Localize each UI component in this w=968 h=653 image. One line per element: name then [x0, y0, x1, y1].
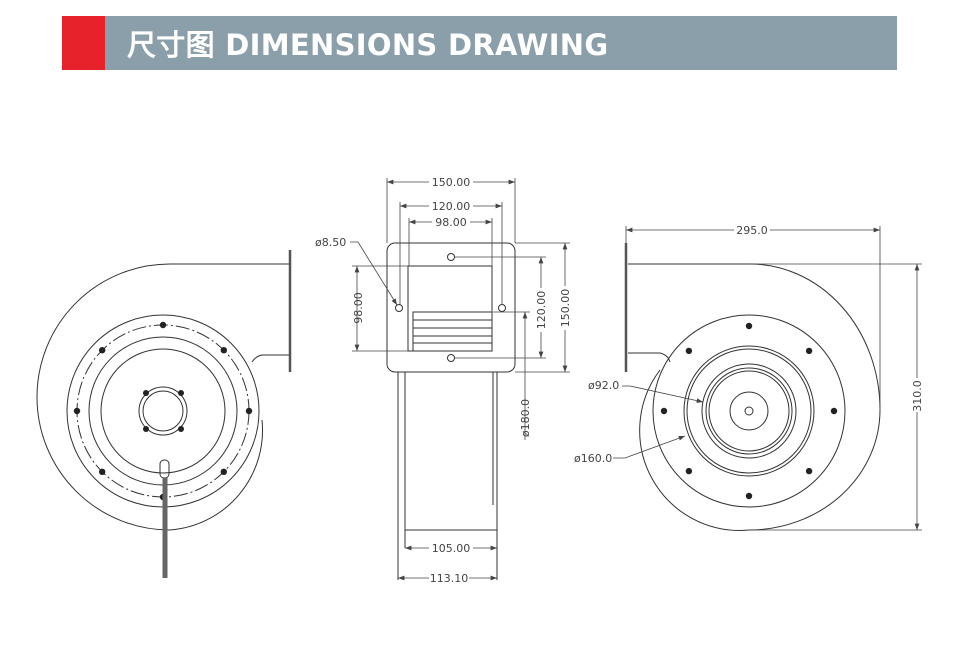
dim-height-120: 120.00 — [535, 291, 548, 330]
bolt-hole — [805, 347, 813, 355]
dim-diameter-180: ø180.0 — [519, 399, 532, 437]
bolt-hole — [745, 492, 753, 500]
bolt-hole — [660, 407, 668, 415]
front-view: 150.00 120.00 98.00 ø8.50 98.00 120.00 1… — [315, 175, 572, 585]
header-bar: 尺寸图 DIMENSIONS DRAWING — [105, 16, 897, 70]
bolt-hole — [245, 407, 253, 415]
dim-height-98: 98.00 — [352, 292, 365, 324]
dim-hole: ø8.50 — [315, 236, 346, 249]
bolt-hole — [98, 346, 106, 354]
dim-inlet-diameter: ø92.0 — [588, 379, 619, 392]
dim-width-98: 98.00 — [435, 216, 467, 229]
bolt-hole — [73, 407, 81, 415]
dim-flange-diameter: ø160.0 — [574, 452, 612, 465]
header-accent — [62, 16, 105, 70]
left-view — [36, 250, 292, 578]
bolt-hole — [685, 467, 693, 475]
right-view: 295.0 310.0 ø92.0 ø160.0 — [574, 223, 924, 531]
dim-height-310: 310.0 — [911, 380, 924, 412]
bolt-hole — [805, 467, 813, 475]
bolt-hole — [159, 321, 167, 329]
bolt-hole — [220, 346, 228, 354]
bolt-hole — [830, 407, 838, 415]
dim-body-width: 105.00 — [432, 542, 471, 555]
bolt-hole — [685, 347, 693, 355]
dim-width-150: 150.00 — [432, 176, 471, 189]
page-title: 尺寸图 DIMENSIONS DRAWING — [127, 28, 609, 62]
bolt-hole — [98, 468, 106, 476]
dim-width-120: 120.00 — [432, 200, 471, 213]
dim-base-width: 113.10 — [430, 572, 469, 585]
dim-height-150: 150.00 — [559, 289, 572, 328]
bolt-hole — [745, 322, 753, 330]
dim-width-295: 295.0 — [736, 224, 768, 237]
bolt-hole — [220, 468, 228, 476]
